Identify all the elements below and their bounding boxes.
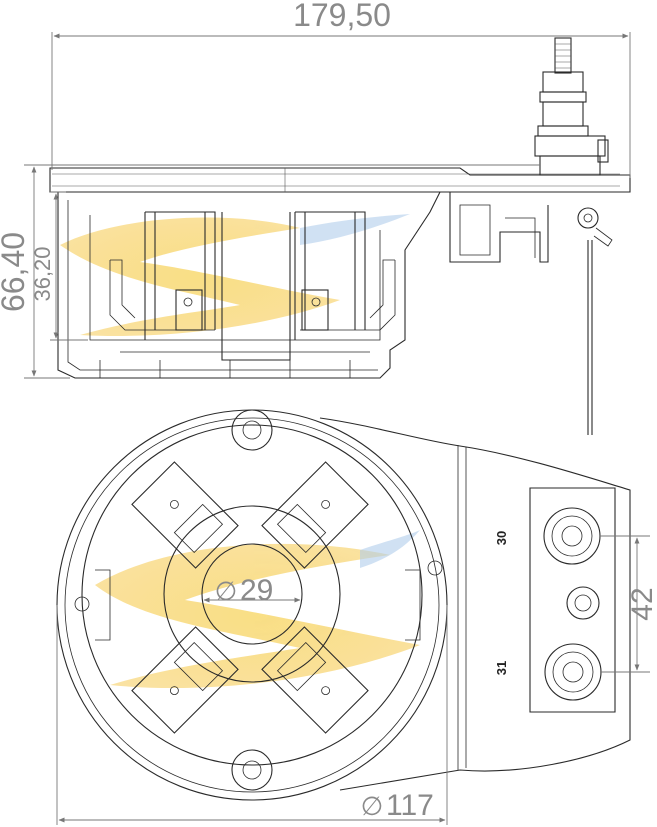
side-view [49, 37, 631, 435]
terminal-stud [534, 37, 609, 176]
terminal-31 [544, 643, 602, 701]
watermark-logo-bottom [95, 530, 420, 689]
terminal-label-31: 31 [494, 661, 509, 675]
dim-body-diameter: ∅ 117 [361, 789, 434, 822]
diameter-symbol-bore: ∅ [215, 576, 238, 606]
dim-center-bore-value: 29 [240, 574, 273, 607]
dim-terminal-spacing: 42 [626, 587, 657, 620]
terminal-center-stud [566, 586, 600, 620]
dimension-lines [24, 32, 650, 825]
dim-overall-length: 179,50 [293, 0, 391, 33]
dim-center-bore: ∅ 29 [215, 574, 274, 607]
dim-overall-height: 66,40 [0, 232, 31, 312]
terminal-30 [543, 507, 601, 565]
diameter-symbol-body: ∅ [361, 791, 384, 821]
dim-body-diameter-value: 117 [386, 789, 434, 822]
terminal-label-30: 30 [494, 531, 509, 545]
dim-body-height: 36,20 [30, 246, 55, 301]
